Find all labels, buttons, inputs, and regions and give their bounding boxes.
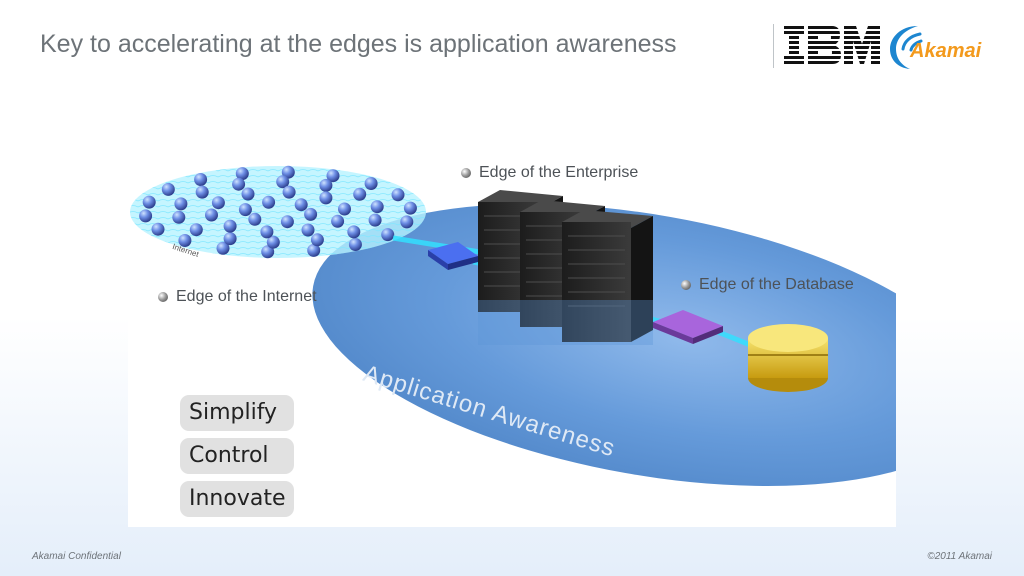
network-node: [248, 212, 262, 226]
network-node: [194, 173, 208, 186]
network-node: [301, 223, 315, 237]
network-node: [348, 238, 362, 251]
internet-cloud-icon: [130, 165, 426, 259]
network-node: [381, 228, 395, 242]
bullet-sphere-icon: [681, 280, 691, 290]
network-node: [266, 235, 280, 249]
network-node: [276, 175, 290, 189]
network-node: [347, 225, 361, 239]
network-node: [174, 197, 188, 211]
network-node: [331, 214, 345, 228]
server-rack-icon: [478, 190, 653, 345]
network-node: [241, 187, 255, 201]
network-node: [370, 200, 384, 214]
network-node: [319, 178, 333, 192]
slide-title: Key to accelerating at the edges is appl…: [40, 30, 677, 58]
diagram-graphic: [130, 165, 896, 486]
network-node: [223, 232, 237, 246]
network-node: [262, 195, 276, 209]
capability-control: Control: [180, 438, 294, 474]
network-node: [364, 177, 378, 190]
network-node: [326, 169, 340, 183]
network-node: [400, 215, 414, 229]
akamai-logo: [888, 22, 928, 75]
network-node: [281, 165, 295, 179]
capability-simplify: Simplify: [180, 395, 294, 431]
capability-innovate: Innovate: [180, 481, 294, 517]
network-node: [151, 222, 165, 236]
footer-copyright: ©2011 Akamai: [927, 551, 992, 562]
network-node: [139, 209, 153, 223]
network-node: [195, 185, 209, 199]
network-node: [261, 245, 275, 259]
network-node: [178, 234, 192, 247]
bullet-sphere-icon: [158, 292, 168, 302]
network-node: [223, 219, 237, 233]
network-node: [338, 202, 351, 216]
network-node: [368, 213, 382, 227]
network-node: [260, 225, 274, 239]
enterprise-connector-block: [428, 242, 478, 270]
network-node: [172, 210, 186, 224]
database-icon: [748, 324, 828, 392]
network-node: [310, 233, 324, 247]
label-text: Edge of the Internet: [176, 288, 317, 305]
network-node: [232, 177, 246, 191]
network-node: [403, 201, 417, 215]
network-node: [391, 188, 405, 202]
network-node: [161, 182, 175, 196]
akamai-wordmark: Akamai: [910, 40, 982, 62]
diagram-stage: Edge of the Enterprise Edge of the Datab…: [128, 150, 896, 527]
network-node: [216, 241, 230, 255]
network-node: [282, 185, 296, 199]
ibm-logo: [782, 24, 882, 73]
network-node: [353, 187, 367, 201]
footer-confidential: Akamai Confidential: [32, 551, 121, 562]
network-node: [238, 203, 252, 217]
network-node: [205, 208, 218, 222]
network-node: [189, 223, 203, 237]
label-edge-of-internet: Edge of the Internet: [158, 288, 317, 306]
network-node: [319, 191, 333, 205]
network-node: [280, 215, 294, 229]
network-node: [307, 243, 321, 257]
database-connector-block: [653, 310, 723, 344]
label-edge-of-database: Edge of the Database: [681, 276, 854, 294]
label-text: Edge of the Database: [699, 276, 854, 293]
label-text: Edge of the Enterprise: [479, 164, 639, 181]
bullet-sphere-icon: [461, 168, 471, 178]
network-node: [304, 207, 318, 221]
network-node: [211, 196, 225, 210]
network-node: [235, 167, 249, 181]
network-node: [294, 198, 308, 212]
label-edge-of-enterprise: Edge of the Enterprise: [461, 164, 638, 182]
logo-divider: [773, 24, 774, 68]
network-node: [142, 195, 156, 209]
